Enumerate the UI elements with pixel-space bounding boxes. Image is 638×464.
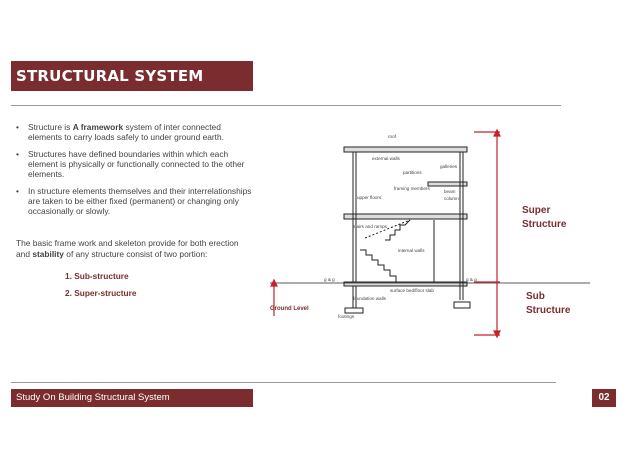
footing-right — [453, 301, 471, 309]
building-section-diagram: roof external walls partitions galleries… — [270, 128, 590, 339]
roof-slab — [343, 146, 468, 153]
label-stairs-ramps: stairs and ramps — [353, 224, 388, 229]
upper-floor-slab — [343, 213, 468, 220]
label-footings: footings — [338, 314, 355, 319]
bullet-item: Structure is A framework system of inter… — [16, 122, 256, 142]
portion-super-structure: 2. Super-structure — [65, 288, 137, 298]
super-structure-label: Super — [522, 205, 550, 216]
sub-structure-label: Sub — [526, 291, 545, 302]
bottom-divider — [11, 382, 556, 383]
footer-title: Study On Building Structural System — [11, 389, 253, 407]
label-external-walls: external walls — [372, 156, 401, 161]
label-partitions: partitions — [403, 170, 422, 175]
label-framing-members: framing members — [394, 186, 430, 191]
footing-left — [344, 307, 364, 314]
stairs-upper — [385, 219, 411, 241]
label-ground-right: g & g — [466, 277, 477, 282]
label-beam: beam — [444, 189, 456, 194]
bullet-item: Structures have defined boundaries withi… — [16, 149, 256, 179]
slide-title: STRUCTURAL SYSTEM — [11, 61, 253, 91]
intro-paragraph: The basic frame work and skeleton provid… — [16, 238, 239, 259]
label-column: column — [444, 196, 459, 201]
label-internal-walls: internal walls — [398, 248, 425, 253]
portion-sub-structure: 1. Sub-structure — [65, 271, 129, 281]
super-structure-label-2: Structure — [522, 219, 567, 230]
sub-structure-label-2: Structure — [526, 305, 571, 316]
ground-slab — [343, 281, 468, 287]
label-surface-bed: surface bed/floor slab — [390, 288, 434, 293]
label-galleries: galleries — [440, 164, 458, 169]
ground-level-label: Ground Level — [270, 306, 309, 312]
label-foundation-walls: foundation walls — [353, 296, 387, 301]
label-ground-left: g & g — [324, 277, 335, 282]
label-upper-floors: upper floors — [357, 195, 382, 200]
gallery-slab — [427, 181, 468, 187]
bullet-list: Structure is A framework system of inter… — [16, 122, 256, 223]
page-number: 02 — [592, 389, 616, 407]
bullet-item: In structure elements themselves and the… — [16, 186, 256, 216]
stairs-lower — [360, 249, 397, 282]
label-roof: roof — [388, 134, 397, 139]
top-divider — [11, 105, 561, 106]
